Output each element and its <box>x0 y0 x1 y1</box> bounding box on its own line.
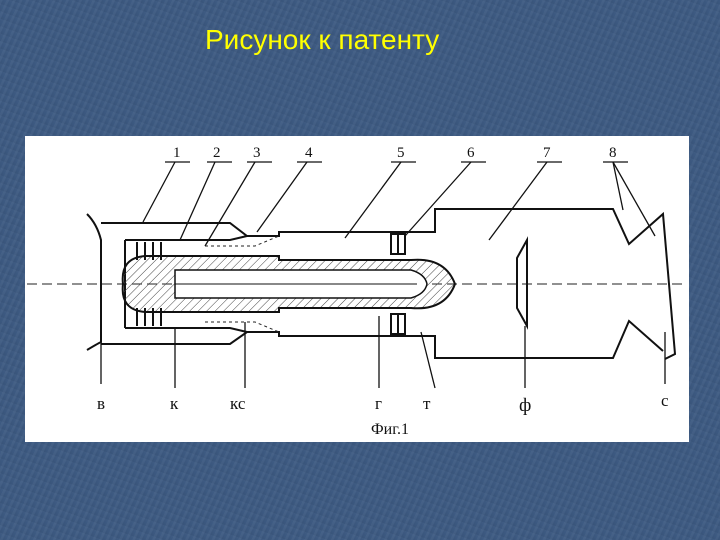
part-label-6: 6 <box>467 145 475 161</box>
part-label-1: 1 <box>173 145 181 161</box>
part-label-8: 8 <box>609 145 617 161</box>
slide-title: Рисунок к патенту <box>205 24 440 55</box>
engine-diagram: 1 2 3 4 5 6 7 8 в к кс г т ф с Фиг.1 <box>27 145 687 438</box>
station-label-k: к <box>170 394 179 413</box>
station-label-ks: кс <box>230 394 246 413</box>
station-label-s: с <box>661 391 669 410</box>
figure-caption: Фиг.1 <box>371 421 409 438</box>
outer-casing <box>86 213 102 351</box>
part-label-4: 4 <box>305 145 313 161</box>
station-label-v: в <box>97 394 105 413</box>
flame-holder <box>516 236 528 330</box>
part-label-3: 3 <box>253 145 261 161</box>
station-label-t: т <box>423 394 431 413</box>
patent-figure: 1 2 3 4 5 6 7 8 в к кс г т ф с Фиг.1 <box>25 136 689 442</box>
part-label-7: 7 <box>543 145 551 161</box>
part-label-5: 5 <box>397 145 405 161</box>
station-label-g: г <box>375 394 382 413</box>
part-label-2: 2 <box>213 145 221 161</box>
station-label-f: ф <box>519 395 531 416</box>
